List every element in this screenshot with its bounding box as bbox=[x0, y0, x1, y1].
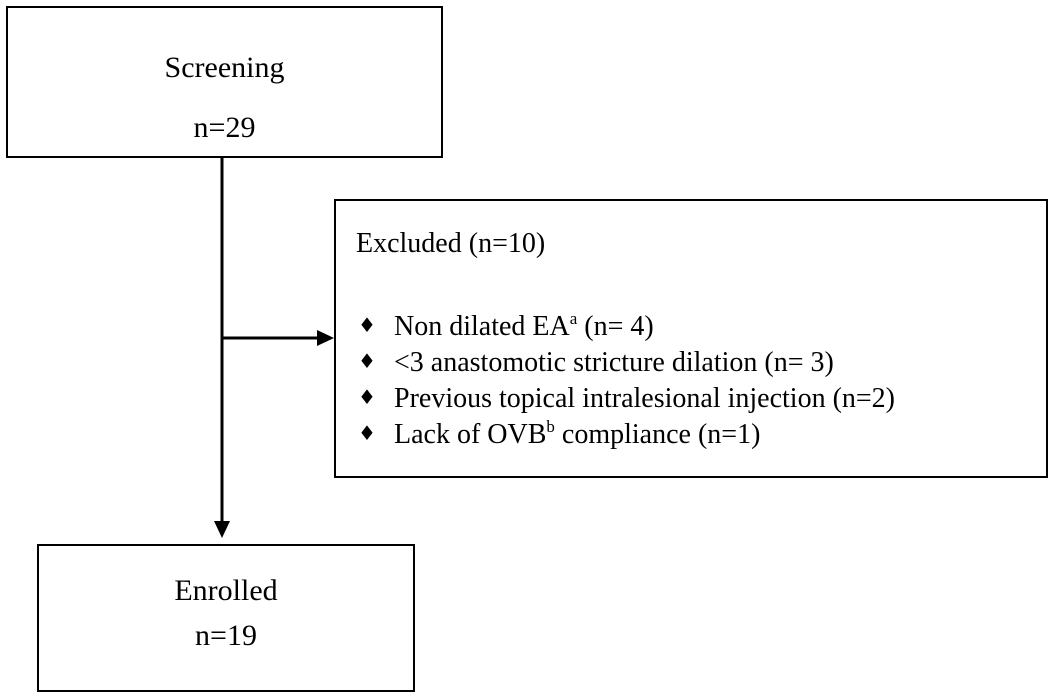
diamond-bullet-icon: ♦ bbox=[358, 349, 376, 373]
exclusion-item: ♦ Previous topical intralesional injectio… bbox=[358, 380, 895, 416]
exclusion-text: Lack of OVB bbox=[394, 419, 547, 450]
footnote-marker: a bbox=[569, 309, 578, 328]
excluded-arrowhead bbox=[317, 330, 334, 346]
exclusion-item: ♦ Non dilated EAa (n= 4) bbox=[358, 308, 895, 344]
screening-count: n=29 bbox=[193, 111, 256, 144]
diamond-bullet-icon: ♦ bbox=[358, 385, 376, 409]
enrolled-arrowhead bbox=[214, 521, 230, 538]
exclusion-count: (n= 4) bbox=[577, 311, 654, 342]
exclusion-text: <3 anastomotic stricture dilation (n= 3) bbox=[394, 347, 834, 378]
screening-box: Screening n=29 bbox=[6, 6, 443, 158]
exclusion-text: Non dilated EA bbox=[394, 311, 570, 342]
enrolled-box: Enrolled n=19 bbox=[37, 544, 415, 692]
exclusion-item: ♦ Lack of OVBb compliance (n=1) bbox=[358, 416, 895, 452]
diamond-bullet-icon: ♦ bbox=[358, 313, 376, 337]
exclusion-list: ♦ Non dilated EAa (n= 4) ♦ <3 anastomotic … bbox=[358, 308, 895, 452]
diamond-bullet-icon: ♦ bbox=[358, 421, 376, 445]
exclusion-text: Previous topical intralesional injection… bbox=[394, 383, 896, 414]
exclusion-count: compliance (n=1) bbox=[554, 419, 761, 450]
exclusion-item: ♦ <3 anastomotic stricture dilation (n= 3… bbox=[358, 344, 895, 380]
footnote-marker: b bbox=[546, 417, 555, 436]
excluded-title: Excluded (n=10) bbox=[356, 228, 546, 259]
excluded-box: Excluded (n=10) ♦ Non dilated EAa (n= 4) … bbox=[334, 199, 1048, 478]
screening-label: Screening bbox=[164, 51, 285, 84]
enrolled-count: n=19 bbox=[195, 619, 257, 652]
enrolled-label: Enrolled bbox=[174, 574, 278, 607]
